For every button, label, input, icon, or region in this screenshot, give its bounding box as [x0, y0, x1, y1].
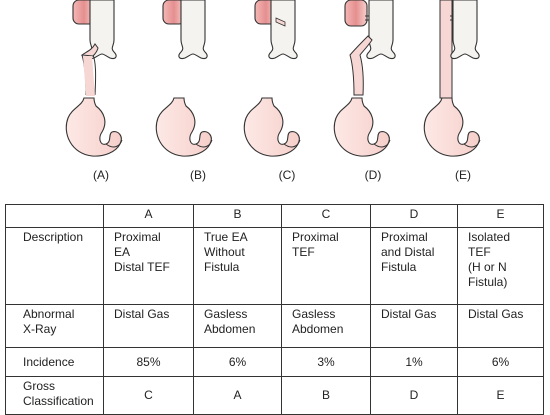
table-corner: [5, 204, 104, 228]
diagram-c: [243, 0, 301, 157]
table-cell: 85%: [103, 347, 194, 377]
table-cell: C: [103, 376, 194, 415]
table-row: Incidence 85% 6% 3% 1% 6%: [5, 347, 544, 377]
table-cell: E: [457, 376, 544, 415]
row-header: Description: [5, 227, 104, 305]
ea-tef-diagrams: [65, 0, 481, 157]
table-cell: Distal Gas: [457, 304, 544, 348]
table-header-row: A B C D E: [5, 204, 544, 228]
column-header: C: [281, 204, 371, 228]
diagram-e: [423, 0, 481, 157]
diagram-b: [155, 0, 213, 157]
diagram-label-c: (C): [278, 168, 296, 182]
table-cell: Distal Gas: [103, 304, 194, 348]
table-cell: 6%: [457, 347, 544, 377]
table-cell: 1%: [370, 347, 458, 377]
diagram-label-b: (B): [190, 168, 206, 182]
diagram-a: [65, 0, 123, 157]
column-header: D: [370, 204, 458, 228]
table-cell: B: [281, 376, 371, 415]
table-cell: Distal Gas: [370, 304, 458, 348]
table-cell: 6%: [193, 347, 282, 377]
diagram-label-e: (E): [455, 168, 471, 182]
diagram-d: [333, 0, 396, 157]
column-header: B: [193, 204, 282, 228]
table-cell: 3%: [281, 347, 371, 377]
diagram-label-d: (D): [364, 168, 382, 182]
table-cell: A: [193, 376, 282, 415]
diagram-label-a: (A): [93, 168, 109, 182]
table-cell: D: [370, 376, 458, 415]
column-header: E: [457, 204, 544, 228]
column-header: A: [103, 204, 194, 228]
row-header: Incidence: [5, 347, 104, 377]
